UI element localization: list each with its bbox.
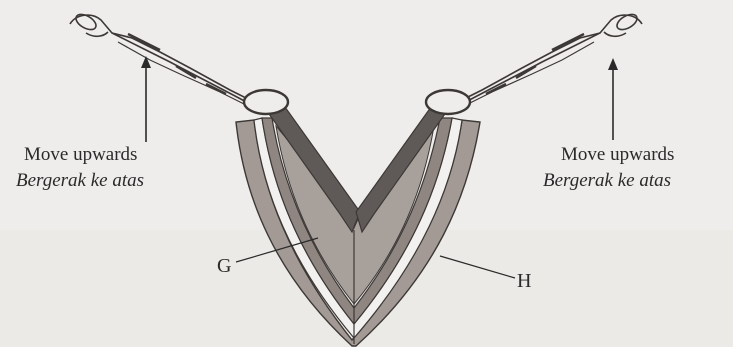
left-caption-english: Move upwards xyxy=(24,144,137,166)
left-caption-malay: Bergerak ke atas xyxy=(16,170,144,192)
label-h: H xyxy=(517,270,531,292)
right-hinge-ring xyxy=(426,90,470,114)
right-caption-english: Move upwards xyxy=(561,144,674,166)
label-g: G xyxy=(217,255,231,277)
right-caption-malay: Bergerak ke atas xyxy=(543,170,671,192)
left-hinge-ring xyxy=(244,90,288,114)
